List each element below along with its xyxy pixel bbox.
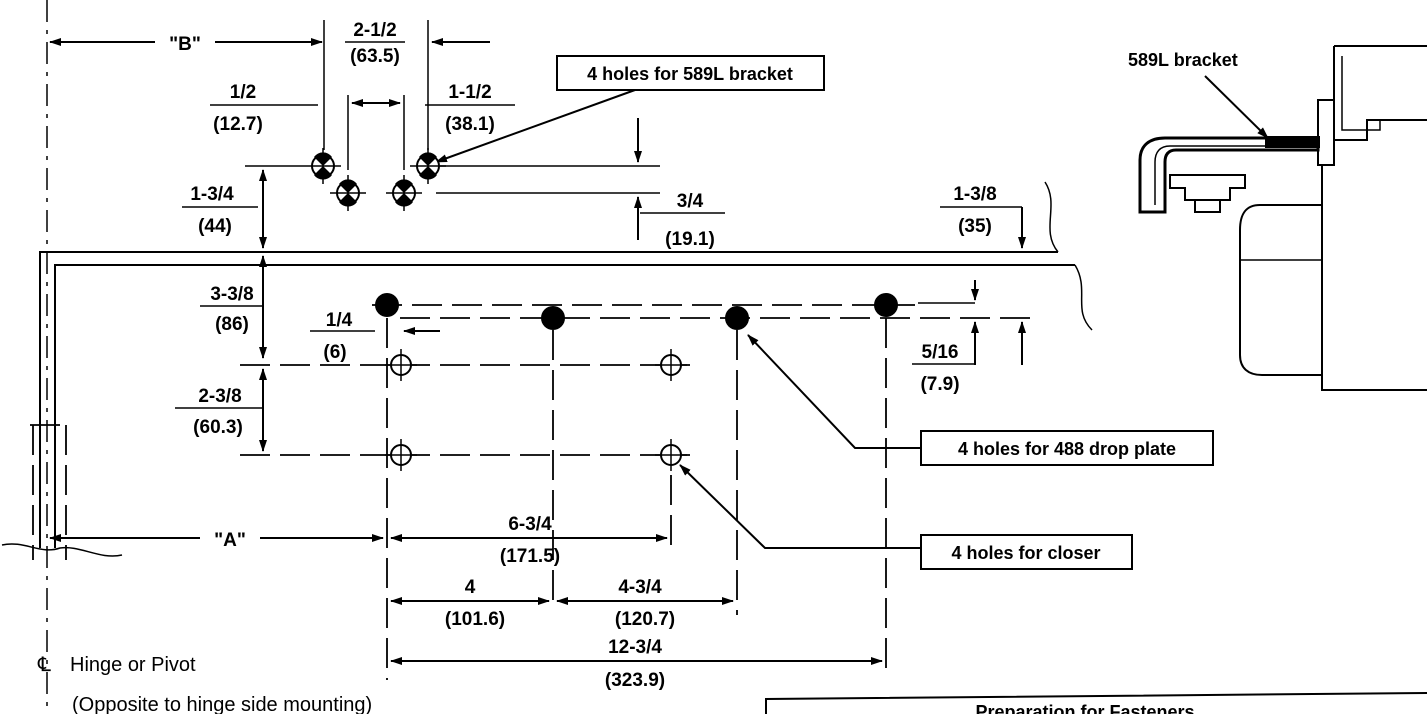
callout-488-text: 4 holes for 488 drop plate <box>958 439 1176 459</box>
dim-6-3-4-frac: 6-3/4 <box>508 514 552 535</box>
opposite-note: (Opposite to hinge side mounting) <box>72 694 372 714</box>
cl-text: Hinge or Pivot <box>70 654 196 676</box>
dim-b-label: "B" <box>169 34 201 55</box>
dim-5-16-mm: (7.9) <box>920 374 959 395</box>
bracket-section <box>1138 136 1320 214</box>
dim-3-4-frac: 3/4 <box>677 191 704 212</box>
dim-a-gap <box>200 526 260 550</box>
dim-4-frac: 4 <box>465 577 476 598</box>
dim-5-16-frac: 5/16 <box>922 342 959 363</box>
prep-box-outline <box>765 692 1427 714</box>
dim-4-3-4-mm: (120.7) <box>615 609 675 630</box>
dim-1-2-mm: (12.7) <box>213 114 263 135</box>
dim-4-mm: (101.6) <box>445 609 505 630</box>
dim-1-3-4-frac: 1-3/4 <box>190 184 234 205</box>
door-outline-top <box>39 251 1075 548</box>
bracket-section-inner <box>1154 145 1316 205</box>
dim-1-3-8-frac: 1-3/8 <box>953 184 996 205</box>
hole-closer-4 <box>655 439 687 471</box>
dim-1-4-mm: (6) <box>323 342 346 363</box>
hole-589l-1 <box>305 148 341 184</box>
dim-12-3-4-mm: (323.9) <box>605 670 665 691</box>
hole-closer-3 <box>385 439 417 471</box>
callout-488-leader <box>747 334 921 449</box>
callout-closer-leader <box>679 464 921 549</box>
dim-2-1-2-mm: (63.5) <box>350 46 400 67</box>
callout-589l-box <box>556 55 825 91</box>
floor-break <box>1 543 123 557</box>
callout-closer-text: 4 holes for closer <box>951 543 1100 563</box>
hinge-jamb <box>30 424 70 560</box>
dim-2-3-8-mm: (60.3) <box>193 417 243 438</box>
frame-section-inner <box>1341 56 1381 131</box>
dim-3-3-8-frac: 3-3/8 <box>210 284 253 305</box>
closer-body <box>1239 204 1322 376</box>
hole-589l-3 <box>386 175 422 211</box>
dim-12-3-4-frac: 12-3/4 <box>608 637 662 658</box>
frame-section <box>1317 45 1427 391</box>
dim-1-1-2-frac: 1-1/2 <box>448 82 491 103</box>
dim-4-3-4-frac: 4-3/4 <box>618 577 662 598</box>
door-break-right <box>1044 181 1093 331</box>
dim-1-2-frac: 1/2 <box>230 82 256 103</box>
hole-589l-4 <box>410 148 446 184</box>
dim-b-gap <box>155 30 215 54</box>
bracket-label: 589L bracket <box>1128 50 1238 70</box>
callout-589l-leader <box>435 89 636 163</box>
dim-1-3-4-mm: (44) <box>198 216 232 237</box>
dim-1-4-frac: 1/4 <box>326 310 353 331</box>
prep-title: Preparation for Fasteners <box>975 702 1194 714</box>
dim-2-1-2-frac: 2-1/2 <box>353 20 396 41</box>
hole-closer-1 <box>385 349 417 381</box>
bracket-leader <box>1204 75 1269 139</box>
hole-closer-2 <box>655 349 687 381</box>
bracket-plate <box>1265 136 1320 148</box>
dim-1-1-2-mm: (38.1) <box>445 114 495 135</box>
cl-symbol: ℄ <box>37 654 51 676</box>
hole-589l-2 <box>330 175 366 211</box>
dim-2-3-8-frac: 2-3/8 <box>198 386 241 407</box>
callout-closer-box <box>920 534 1133 570</box>
hole-488-1 <box>375 293 399 317</box>
fastener-detail <box>1169 174 1246 213</box>
dim-1-3-8-mm: (35) <box>958 216 992 237</box>
dim-3-4-mm: (19.1) <box>665 229 715 250</box>
dim-6-3-4-mm: (171.5) <box>500 546 560 567</box>
callout-589l-text: 4 holes for 589L bracket <box>587 64 793 84</box>
hole-488-4 <box>874 293 898 317</box>
hole-488-2 <box>541 306 565 330</box>
dim-3-3-8-mm: (86) <box>215 314 249 335</box>
dim-a-label: "A" <box>214 530 246 551</box>
